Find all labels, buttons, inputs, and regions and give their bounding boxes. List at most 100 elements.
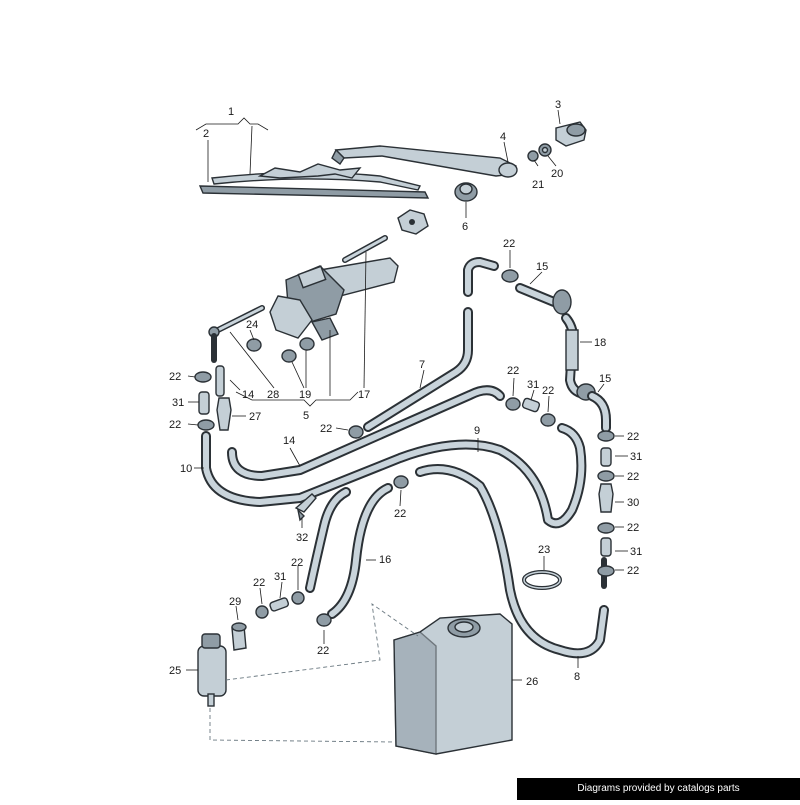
label-22-top: 22 (503, 238, 515, 250)
clip-22-p1[interactable] (255, 605, 269, 619)
label-22-center: 22 (320, 423, 332, 435)
clip-22-r2[interactable] (597, 470, 615, 482)
grommet-6[interactable] (454, 182, 478, 202)
connector-31-p[interactable] (269, 597, 290, 612)
motor-shaft-17[interactable] (342, 235, 388, 263)
clamp-23[interactable] (522, 570, 562, 590)
nut-24[interactable] (246, 338, 262, 352)
hose-8[interactable] (415, 464, 609, 659)
label-20: 20 (551, 168, 563, 180)
wiper-motor[interactable] (269, 257, 399, 341)
label-17: 17 (358, 389, 370, 401)
wiper-arm[interactable] (331, 145, 518, 178)
dash-line-pump (209, 708, 395, 743)
hose-10[interactable] (201, 423, 587, 529)
label-31-p: 31 (274, 571, 286, 583)
tube-15-lower[interactable] (587, 391, 611, 433)
label-23: 23 (538, 544, 550, 556)
label-2: 2 (203, 128, 209, 140)
label-22-mid: 22 (507, 365, 519, 377)
nut-20[interactable] (538, 143, 552, 157)
label-22-p1: 22 (253, 577, 265, 589)
hose-16[interactable] (327, 483, 393, 619)
label-22-l1: 22 (169, 371, 181, 383)
label-25: 25 (169, 665, 181, 677)
label-21: 21 (532, 179, 544, 191)
label-22-r1: 22 (627, 431, 639, 443)
clip-22-top[interactable] (501, 269, 519, 283)
wiper-blade[interactable] (198, 163, 430, 199)
label-9: 9 (474, 425, 480, 437)
label-10: 10 (180, 463, 192, 475)
washer-21[interactable] (527, 150, 539, 162)
clip-22-r1[interactable] (597, 430, 615, 442)
label-8: 8 (574, 671, 580, 683)
clip-22-r4[interactable] (597, 565, 615, 577)
connector-31-r2[interactable] (600, 537, 612, 557)
gasket[interactable] (397, 209, 429, 235)
dash-line-tank (225, 603, 419, 681)
credit-banner: Diagrams provided by catalogs parts (517, 778, 800, 800)
grommet-15-upper[interactable] (552, 289, 572, 315)
clip-22-r3[interactable] (597, 522, 615, 534)
label-30: 30 (627, 497, 639, 509)
clip-22-p2[interactable] (291, 591, 305, 605)
grommet-29[interactable] (231, 622, 247, 651)
clip-22-l1[interactable] (194, 371, 212, 383)
label-22-p3: 22 (317, 645, 329, 657)
label-22-mid2: 22 (542, 385, 554, 397)
label-24: 24 (246, 319, 258, 331)
label-7: 7 (419, 359, 425, 371)
label-31-l1: 31 (172, 397, 184, 409)
label-22-r2: 22 (627, 471, 639, 483)
tube-right[interactable] (515, 283, 559, 307)
washer-pump-25[interactable] (197, 633, 227, 707)
label-14-center: 14 (283, 435, 295, 447)
label-22-r4: 22 (627, 565, 639, 577)
nozzle-tube-14[interactable] (215, 365, 225, 397)
label-1: 1 (228, 106, 234, 118)
valve-30[interactable] (598, 483, 614, 513)
label-19: 19 (299, 389, 311, 401)
label-16: 16 (379, 554, 391, 566)
label-29: 29 (229, 596, 241, 608)
label-31-r2: 31 (630, 546, 642, 558)
wiper-arm-cap[interactable] (555, 121, 587, 147)
hose-pump[interactable] (305, 487, 351, 593)
washer-reservoir-26[interactable] (393, 613, 513, 755)
clip-22-p3[interactable] (316, 613, 332, 627)
label-32: 32 (296, 532, 308, 544)
part-labels: 1 2 3 4 21 20 6 22 15 18 15 24 7 22 31 2… (169, 99, 642, 688)
label-14-left: 14 (242, 389, 254, 401)
nuts-19[interactable] (281, 337, 315, 363)
label-31-r1: 31 (630, 451, 642, 463)
label-15-top: 15 (536, 261, 548, 273)
connector-31-r1[interactable] (600, 447, 612, 467)
hose-14[interactable] (227, 385, 505, 481)
label-27: 27 (249, 411, 261, 423)
clip-22-mid2[interactable] (540, 413, 556, 427)
label-6: 6 (462, 221, 468, 233)
connector-31-l1[interactable] (198, 391, 210, 415)
label-22-r3: 22 (627, 522, 639, 534)
label-22-p2: 22 (291, 557, 303, 569)
holder-32[interactable] (294, 493, 317, 522)
clip-22-mid[interactable] (505, 397, 521, 411)
label-5: 5 (303, 410, 309, 422)
label-3: 3 (555, 99, 561, 111)
clip-22-lower[interactable] (393, 475, 409, 489)
clip-22-l2[interactable] (197, 419, 215, 431)
hose-7[interactable] (363, 257, 499, 432)
leader-lines (186, 109, 628, 681)
label-31-mid: 31 (527, 379, 539, 391)
valve-27[interactable] (216, 397, 232, 431)
bellows-18[interactable] (561, 313, 589, 399)
label-18: 18 (594, 337, 606, 349)
label-22-lower: 22 (394, 508, 406, 520)
connector-31-mid[interactable] (521, 397, 541, 413)
clip-22-center[interactable] (348, 425, 364, 439)
label-26: 26 (526, 676, 538, 688)
label-22-l2: 22 (169, 419, 181, 431)
